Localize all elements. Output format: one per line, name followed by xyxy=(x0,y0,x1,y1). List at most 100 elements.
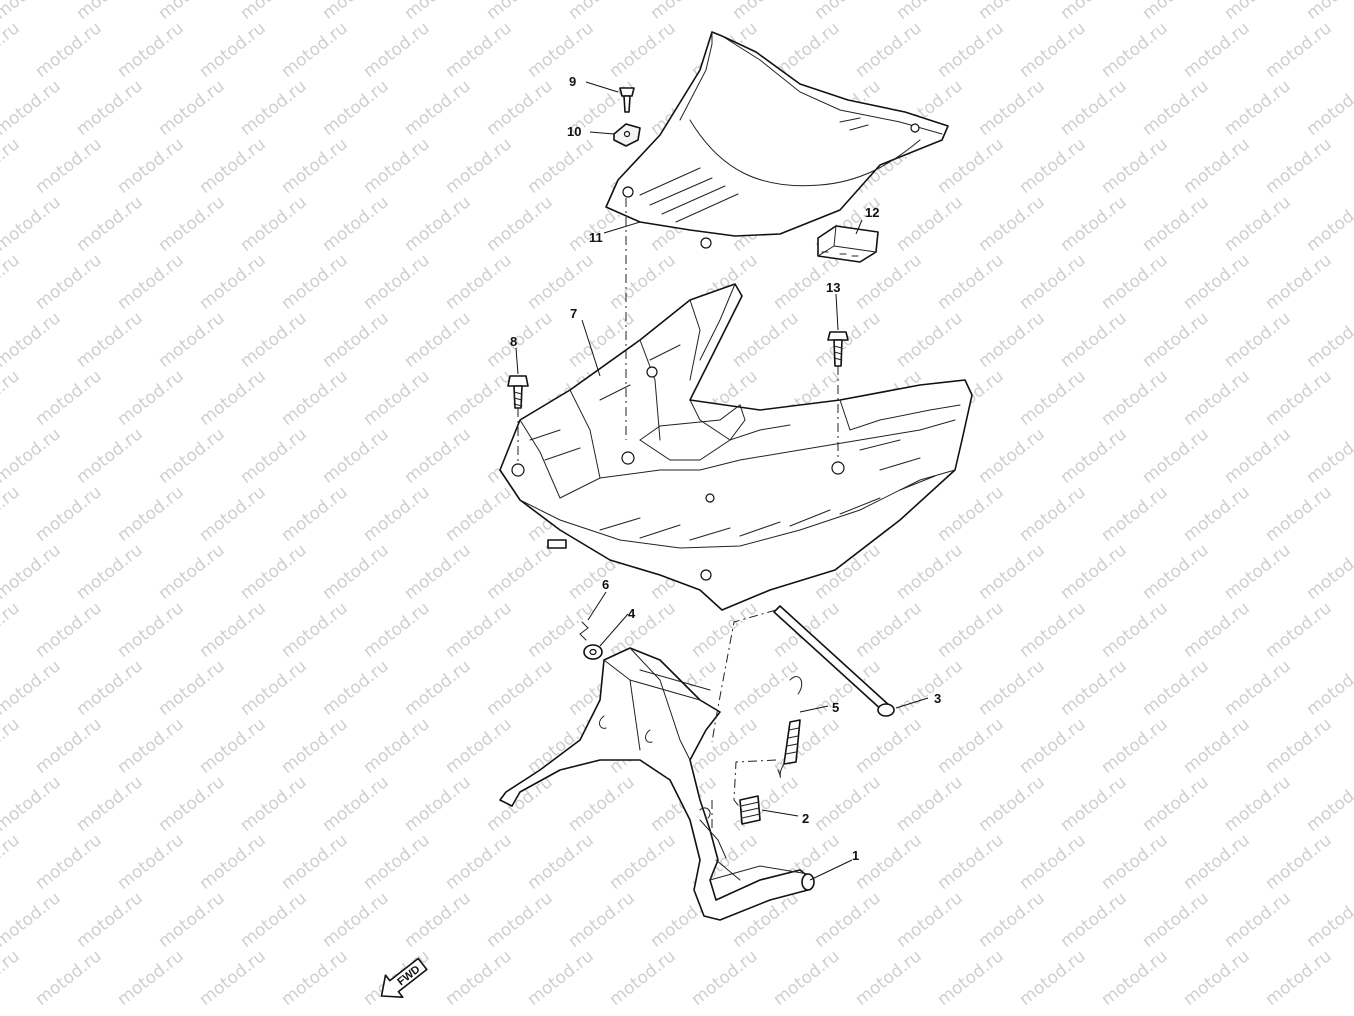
watermark-text: motod.ru xyxy=(524,134,598,198)
watermark-text: motod.ru xyxy=(1057,540,1131,604)
watermark-text: motod.ru xyxy=(278,366,352,430)
part-8-bolt-left xyxy=(507,375,529,409)
watermark-text: motod.ru xyxy=(1180,134,1254,198)
watermark-text: motod.ru xyxy=(278,250,352,314)
watermark-text: motod.ru xyxy=(278,714,352,778)
watermark-text: motod.ru xyxy=(565,0,639,24)
watermark-text: motod.ru xyxy=(1221,772,1295,836)
watermark-text: motod.ru xyxy=(975,192,1049,256)
callout-labels: 9 10 11 12 13 7 8 6 4 5 3 2 1 xyxy=(510,74,941,863)
watermark-text: motod.ru xyxy=(483,772,557,836)
watermark-text: motod.ru xyxy=(1303,0,1354,24)
watermark-text: motod.ru xyxy=(606,830,680,894)
watermark-text: motod.ru xyxy=(1016,482,1090,546)
watermark-text: motod.ru xyxy=(1139,772,1213,836)
watermark-text: motod.ru xyxy=(770,714,844,778)
watermark-text: motod.ru xyxy=(1139,424,1213,488)
watermark-text: motod.ru xyxy=(32,482,106,546)
watermark-text: motod.ru xyxy=(155,308,229,372)
watermark-text: motod.ru xyxy=(1221,540,1295,604)
watermark-text: motod.ru xyxy=(0,482,24,546)
watermark-text: motod.ru xyxy=(975,656,1049,720)
watermark-text: motod.ru xyxy=(360,366,434,430)
watermark-text: motod.ru xyxy=(0,598,24,662)
watermark-text: motod.ru xyxy=(360,830,434,894)
watermark-text: motod.ru xyxy=(975,76,1049,140)
watermark-text: motod.ru xyxy=(1221,308,1295,372)
watermark-text: motod.ru xyxy=(1262,18,1336,82)
watermark-text: motod.ru xyxy=(0,134,24,198)
watermark-text: motod.ru xyxy=(1057,656,1131,720)
watermark-text: motod.ru xyxy=(319,76,393,140)
watermark-text: motod.ru xyxy=(278,598,352,662)
watermark-text: motod.ru xyxy=(155,76,229,140)
watermark-text: motod.ru xyxy=(1303,888,1354,952)
watermark-text: motod.ru xyxy=(1180,946,1254,1010)
watermark-text: motod.ru xyxy=(483,540,557,604)
watermark-text: motod.ru xyxy=(1057,0,1131,24)
part-12-rubber-pad xyxy=(817,225,879,263)
callout-4: 4 xyxy=(628,606,636,621)
watermark-text: motod.ru xyxy=(852,598,926,662)
watermark-text: motod.ru xyxy=(1016,598,1090,662)
watermark-text: motod.ru xyxy=(401,192,475,256)
part-4-washer xyxy=(583,644,603,660)
watermark-text: motod.ru xyxy=(893,192,967,256)
watermark-text: motod.ru xyxy=(114,946,188,1010)
watermark-text: motod.ru xyxy=(237,540,311,604)
watermark-text: motod.ru xyxy=(1262,366,1336,430)
watermark-text: motod.ru xyxy=(196,830,270,894)
watermark-text: motod.ru xyxy=(155,888,229,952)
watermark-text: motod.ru xyxy=(1139,540,1213,604)
watermark-text: motod.ru xyxy=(155,772,229,836)
callout-7: 7 xyxy=(570,306,577,321)
watermark-text: motod.ru xyxy=(1057,772,1131,836)
watermark-text: motod.ru xyxy=(401,656,475,720)
watermark-text: motod.ru xyxy=(811,656,885,720)
watermark-text: motod.ru xyxy=(73,308,147,372)
watermark-text: motod.ru xyxy=(934,482,1008,546)
callout-11: 11 xyxy=(589,230,603,245)
watermark-text: motod.ru xyxy=(1098,598,1172,662)
watermark-text: motod.ru xyxy=(483,192,557,256)
watermark-text: motod.ru xyxy=(1057,424,1131,488)
watermark-text: motod.ru xyxy=(1180,250,1254,314)
watermark-text: motod.ru xyxy=(401,76,475,140)
watermark-text: motod.ru xyxy=(1180,830,1254,894)
watermark-text: motod.ru xyxy=(32,598,106,662)
watermark-text: motod.ru xyxy=(237,772,311,836)
watermark-text: motod.ru xyxy=(1139,888,1213,952)
watermark-text: motod.ru xyxy=(524,946,598,1010)
watermark-text: motod.ru xyxy=(442,830,516,894)
watermark-text: motod.ru xyxy=(1057,192,1131,256)
watermark-text: motod.ru xyxy=(442,18,516,82)
watermark-text: motod.ru xyxy=(0,308,65,372)
watermark-text: motod.ru xyxy=(1303,540,1354,604)
watermark-text: motod.ru xyxy=(1016,714,1090,778)
watermark-text: motod.ru xyxy=(1016,134,1090,198)
watermark-text: motod.ru xyxy=(1221,0,1295,24)
watermark-text: motod.ru xyxy=(1016,366,1090,430)
watermark-text: motod.ru xyxy=(1262,946,1336,1010)
watermark-text: motod.ru xyxy=(319,772,393,836)
callout-10: 10 xyxy=(567,124,581,139)
watermark-text: motod.ru xyxy=(811,772,885,836)
watermark-text: motod.ru xyxy=(893,0,967,24)
watermark-text: motod.ru xyxy=(237,888,311,952)
watermark-text: motod.ru xyxy=(729,656,803,720)
watermark-text: motod.ru xyxy=(32,714,106,778)
watermark-text: motod.ru xyxy=(1098,250,1172,314)
watermark-text: motod.ru xyxy=(1221,656,1295,720)
watermark-text: motod.ru xyxy=(1098,714,1172,778)
watermark-text: motod.ru xyxy=(442,134,516,198)
watermark-text: motod.ru xyxy=(319,888,393,952)
watermark-text: motod.ru xyxy=(114,830,188,894)
watermark-text: motod.ru xyxy=(237,424,311,488)
watermark-text: motod.ru xyxy=(114,598,188,662)
watermark-text: motod.ru xyxy=(114,482,188,546)
watermark-text: motod.ru xyxy=(647,0,721,24)
watermark-text: motod.ru xyxy=(442,250,516,314)
watermark-text: motod.ru xyxy=(1098,482,1172,546)
watermark-text: motod.ru xyxy=(852,946,926,1010)
part-3-stand-shaft xyxy=(773,605,895,717)
